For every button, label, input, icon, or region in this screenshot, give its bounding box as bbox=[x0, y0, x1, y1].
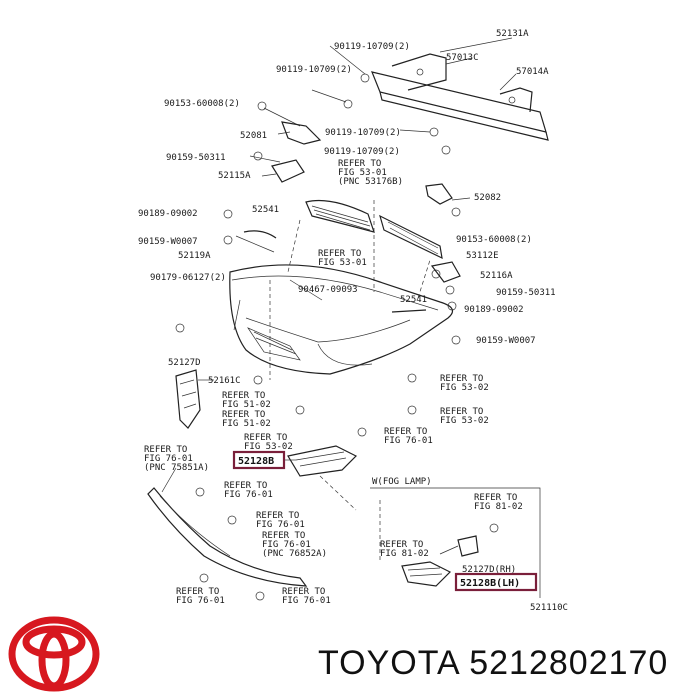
reference-label: REFER TO bbox=[318, 249, 361, 259]
reference-label: FIG 53-02 bbox=[440, 416, 489, 426]
part-number-label: 90153-60008(2) bbox=[164, 99, 240, 109]
reference-label: REFER TO bbox=[244, 433, 287, 443]
reference-label: REFER TO bbox=[338, 159, 381, 169]
part-number-label: 90159-W0007 bbox=[138, 237, 198, 247]
part-number-label: 52127D(RH) bbox=[462, 565, 516, 575]
part-number-label: 52127D bbox=[168, 358, 201, 368]
reference-label: REFER TO bbox=[224, 481, 267, 491]
part-labels: 52131A 90119-10709(2) 57013C 90119-10709… bbox=[138, 29, 568, 613]
part-number-label: 53112E bbox=[466, 251, 499, 261]
part-number-label: 52541 bbox=[252, 205, 279, 215]
bumper-cover bbox=[229, 264, 454, 375]
toyota-logo-icon bbox=[8, 616, 100, 692]
reference-label: (PNC 75851A) bbox=[144, 463, 209, 473]
part-number-label: 90159-W0007 bbox=[476, 336, 536, 346]
bumper-reinforcement bbox=[371, 53, 549, 141]
part-number-label: 57013C bbox=[446, 53, 479, 63]
reference-label: FIG 76-01 bbox=[176, 596, 225, 606]
reference-label: FIG 53-01 bbox=[318, 258, 367, 268]
reference-label: REFER TO bbox=[262, 531, 305, 541]
part-number-label: 90153-60008(2) bbox=[456, 235, 532, 245]
reference-label: FIG 51-02 bbox=[222, 400, 271, 410]
highlighted-part-number: 52128B bbox=[238, 456, 274, 467]
part-number-label: 52541 bbox=[400, 295, 427, 305]
reference-label: (PNC 53176B) bbox=[338, 177, 403, 187]
bolt-symbols bbox=[175, 73, 499, 601]
reference-label: REFER TO bbox=[256, 511, 299, 521]
part-number-label: 57014A bbox=[516, 67, 549, 77]
reference-label: REFER TO bbox=[440, 407, 483, 417]
part-number-label: 52116A bbox=[480, 271, 513, 281]
reference-label: (PNC 76852A) bbox=[262, 549, 327, 559]
reference-label: FIG 53-02 bbox=[440, 383, 489, 393]
reference-label: FIG 76-01 bbox=[384, 436, 433, 446]
part-number-label: 52161C bbox=[208, 376, 241, 386]
highlight-box-52128b bbox=[232, 450, 286, 470]
part-number-label: 90189-09002 bbox=[138, 209, 198, 219]
fog-lamp-box bbox=[370, 487, 541, 598]
reference-label: REFER TO bbox=[384, 427, 427, 437]
part-number-label: 52081 bbox=[240, 131, 267, 141]
reference-label: REFER TO bbox=[144, 445, 187, 455]
part-number-label: 90179-06127(2) bbox=[150, 273, 226, 283]
reference-label: FIG 81-02 bbox=[380, 549, 429, 559]
reference-label: REFER TO bbox=[176, 587, 219, 597]
fog-lamp-variant-label: W(FOG LAMP) bbox=[372, 477, 432, 487]
reference-label: REFER TO bbox=[380, 540, 423, 550]
part-number: 5212802170 bbox=[469, 644, 669, 682]
reference-label: REFER TO bbox=[222, 391, 265, 401]
reference-label: FIG 76-01 bbox=[282, 596, 331, 606]
part-number-label: 90189-09002 bbox=[464, 305, 524, 315]
reference-label: FIG 76-01 bbox=[144, 454, 193, 464]
reference-label: REFER TO bbox=[222, 410, 265, 420]
reference-label: REFER TO bbox=[282, 587, 325, 597]
brand-name: TOYOTA bbox=[318, 644, 459, 682]
part-number-label: 90119-10709(2) bbox=[276, 65, 352, 75]
reference-label: FIG 81-02 bbox=[474, 502, 523, 512]
part-number-label: 90467-09093 bbox=[298, 285, 358, 295]
diagram-drawing bbox=[147, 37, 549, 601]
part-number-label: 90159-50311 bbox=[166, 153, 226, 163]
brand-part-number: TOYOTA 5212802170 bbox=[318, 644, 668, 683]
highlight-box-52128b-lh bbox=[454, 572, 538, 592]
part-number-label: 90119-10709(2) bbox=[324, 147, 400, 157]
reference-label: REFER TO bbox=[474, 493, 517, 503]
part-number-label: 52115A bbox=[218, 171, 251, 181]
part-number-label: 90159-50311 bbox=[496, 288, 556, 298]
highlighted-part-number: 52128B(LH) bbox=[460, 578, 520, 589]
part-number-label: 52119A bbox=[178, 251, 211, 261]
reference-label: REFER TO bbox=[440, 374, 483, 384]
reference-label: FIG 76-01 bbox=[262, 540, 311, 550]
part-number-label: 90119-10709(2) bbox=[334, 42, 410, 52]
part-number-label: 90119-10709(2) bbox=[325, 128, 401, 138]
highlighted-parts: 52128B 52128B(LH) bbox=[232, 450, 538, 592]
reference-label: FIG 76-01 bbox=[224, 490, 273, 500]
reference-label: FIG 53-02 bbox=[244, 442, 293, 452]
lower-spoiler bbox=[147, 487, 308, 587]
reference-label: FIG 53-01 bbox=[338, 168, 387, 178]
part-number-label: 52131A bbox=[496, 29, 529, 39]
illustration-number: 521110C bbox=[530, 603, 568, 613]
reference-label: FIG 51-02 bbox=[222, 419, 271, 429]
part-number-label: 52082 bbox=[474, 193, 501, 203]
reference-label: FIG 76-01 bbox=[256, 520, 305, 530]
